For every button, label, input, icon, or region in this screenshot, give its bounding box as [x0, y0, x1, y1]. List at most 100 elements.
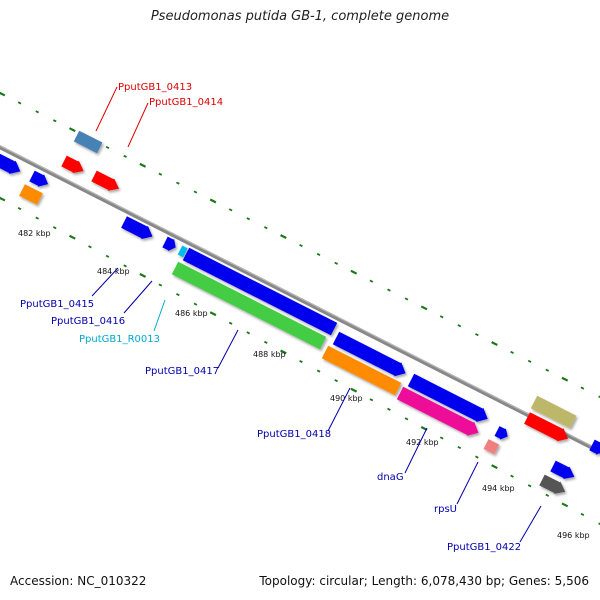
- gene-left-blue[interactable]: [0, 150, 21, 174]
- gene-pputgb1-0417-blue[interactable]: [182, 247, 338, 336]
- tick-mark: [527, 484, 532, 488]
- tick-mark: [158, 172, 163, 176]
- tick-mark: [334, 261, 339, 265]
- tick-mark: [510, 350, 514, 354]
- gene-label-pputgb1-0422[interactable]: PputGB1_0422: [447, 542, 521, 553]
- gene-label-pputgb1-0413[interactable]: PputGB1_0413: [118, 82, 192, 93]
- gene-label-pputgb1-r0013[interactable]: PputGB1_R0013: [79, 334, 160, 345]
- tick-mark: [88, 245, 92, 249]
- tick-mark: [263, 340, 268, 344]
- tick-mark: [598, 395, 600, 399]
- gene-left-orange[interactable]: [19, 184, 43, 205]
- leader-pputgb1-0418: [327, 387, 351, 432]
- tick-mark: [580, 386, 585, 390]
- tick-mark: [0, 91, 6, 97]
- leader-pputgb1-0422: [519, 505, 542, 543]
- tick-mark: [105, 145, 110, 149]
- leader-dnag: [404, 427, 428, 474]
- gene-pputgb1-0422[interactable]: [539, 474, 566, 494]
- gene-label-pputgb1-0418[interactable]: PputGB1_0418: [257, 429, 331, 440]
- tick-mark: [17, 207, 22, 211]
- gene-blue-tiny[interactable]: [494, 426, 508, 440]
- tick-label-494kbp: 494 kbp: [482, 484, 515, 493]
- map-title: Pseudomonas putida GB-1, complete genome: [150, 9, 450, 24]
- gene-outer-blue-edge[interactable]: [589, 439, 600, 455]
- tick-mark: [475, 455, 479, 459]
- gene-pputgb1-0414[interactable]: [91, 170, 119, 191]
- tick-mark: [105, 254, 110, 258]
- tick-mark: [69, 234, 76, 240]
- gene-labels: PputGB1_0413 PputGB1_0414 PputGB1_0415 P…: [20, 82, 521, 553]
- tick-mark: [475, 333, 479, 337]
- genome-backbone-highlight: [0, 145, 600, 451]
- tick-mark: [176, 293, 180, 297]
- tick-mark: [52, 119, 57, 123]
- gene-label-pputgb1-0417[interactable]: PputGB1_0417: [145, 366, 219, 377]
- tick-labels: 482 kbp 484 kbp 486 kbp 488 kbp 490 kbp …: [18, 229, 590, 540]
- label-leaders: [91, 86, 542, 543]
- tick-mark: [17, 101, 22, 105]
- tick-mark: [35, 110, 40, 114]
- tick-mark: [0, 196, 6, 202]
- tick-mark: [299, 359, 303, 364]
- leader-pputgb1-0413: [95, 86, 118, 132]
- leader-pputgb1-0415: [91, 267, 119, 297]
- tick-mark: [545, 368, 550, 372]
- tick-mark: [228, 208, 233, 212]
- tick-marks-inner: [0, 196, 600, 526]
- tick-mark: [334, 379, 339, 383]
- tick-mark: [69, 127, 76, 133]
- tick-mark: [158, 283, 163, 287]
- gene-label-pputgb1-0414[interactable]: PputGB1_0414: [149, 97, 223, 108]
- tick-mark: [439, 315, 444, 319]
- tick-mark: [123, 264, 127, 268]
- tick-mark: [263, 226, 268, 230]
- tick-mark: [280, 234, 287, 240]
- leader-pputgb1-0416: [123, 280, 153, 314]
- gene-rpsu[interactable]: [483, 439, 500, 455]
- tick-mark: [439, 436, 444, 440]
- tick-mark: [561, 502, 569, 508]
- tick-label-496kbp: 496 kbp: [557, 531, 590, 540]
- tick-mark: [387, 407, 391, 411]
- tick-mark: [246, 217, 251, 221]
- leader-pputgb1-0414: [127, 102, 149, 148]
- gene-outer-khaki[interactable]: [530, 395, 577, 429]
- gene-pputgb1-0418[interactable]: [321, 345, 402, 396]
- tick-mark: [369, 398, 374, 402]
- tick-label-486kbp: 486 kbp: [175, 309, 208, 318]
- gene-pputgb1-r0013[interactable]: [177, 245, 188, 258]
- gene-pputgb1-0417-green[interactable]: [171, 261, 327, 350]
- gene-dnag[interactable]: [396, 386, 479, 436]
- tick-mark: [598, 522, 600, 526]
- tick-marks-outer: [0, 91, 600, 399]
- tick-mark: [491, 341, 498, 346]
- accession-text: Accession: NC_010322: [10, 574, 147, 588]
- gene-pputgb1-0413-arrow[interactable]: [61, 155, 84, 174]
- tick-mark: [299, 243, 303, 248]
- gene-label-dnag[interactable]: dnaG: [377, 472, 404, 483]
- leader-pputgb1-0417: [217, 329, 239, 369]
- gene-pputgb1-0413[interactable]: [73, 130, 103, 154]
- gene-pputgb1-0416[interactable]: [162, 236, 176, 252]
- gene-label-pputgb1-0415[interactable]: PputGB1_0415: [20, 299, 94, 310]
- gene-label-rpsu[interactable]: rpsU: [434, 504, 457, 515]
- tick-mark: [176, 181, 180, 185]
- tick-mark: [510, 474, 514, 478]
- gene-blue-lower[interactable]: [550, 460, 575, 479]
- gene-blue-mid[interactable]: [332, 331, 406, 377]
- gene-label-pputgb1-0416[interactable]: PputGB1_0416: [51, 316, 125, 327]
- tick-mark: [193, 190, 198, 194]
- gene-left-blue-small[interactable]: [29, 170, 49, 187]
- tick-mark: [35, 216, 40, 220]
- tick-mark: [52, 226, 57, 230]
- tick-mark: [527, 359, 532, 363]
- gene-pputgb1-0415[interactable]: [121, 216, 153, 240]
- tick-mark: [545, 493, 550, 497]
- tick-mark: [561, 376, 569, 382]
- gene-outer-red[interactable]: [524, 412, 568, 442]
- tick-mark: [404, 297, 409, 301]
- gene-blue-right[interactable]: [407, 373, 488, 422]
- tick-label-490kbp: 490 kbp: [330, 394, 363, 403]
